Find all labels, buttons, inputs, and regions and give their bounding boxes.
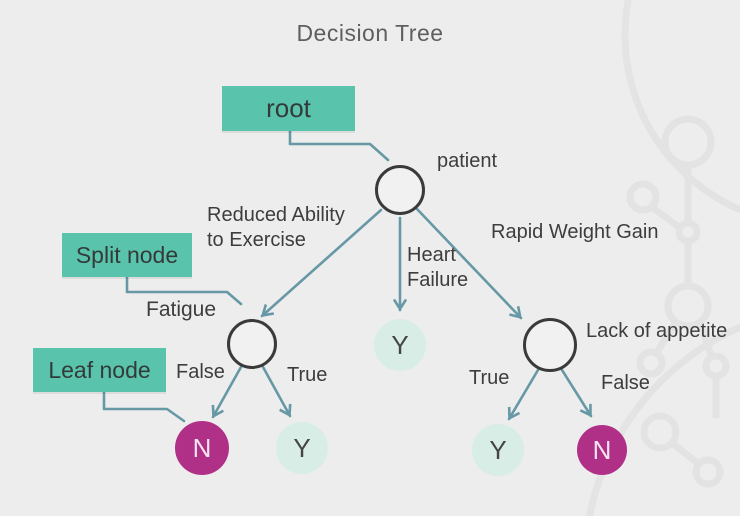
edge-label-line: to Exercise xyxy=(207,229,306,251)
leaf-label-connector xyxy=(102,390,186,423)
lack-of-appetite-node-label: Lack of appetite xyxy=(586,320,728,342)
split-label-connector xyxy=(125,275,243,306)
edge-label-line: Reduced Ability xyxy=(207,204,345,226)
edge-fatigue-false xyxy=(211,365,243,419)
leaf-fatigue-true-yes: Y xyxy=(276,422,328,474)
edge-patient-fatigue xyxy=(260,208,383,318)
watermark-arc-top xyxy=(621,0,740,214)
patient-node-label: patient xyxy=(437,150,498,172)
root-label-box: root xyxy=(222,86,355,131)
edge-appetite-true xyxy=(507,368,540,421)
edge-label-left-false: False xyxy=(176,361,225,383)
node-fatigue xyxy=(227,319,277,369)
edge-fatigue-true xyxy=(261,365,292,418)
root-label-text: root xyxy=(266,93,311,123)
split-node-label-text: Split node xyxy=(75,241,179,268)
leaf-appetite-false-no: N xyxy=(577,425,627,475)
leaf-node-label-text: Leaf node xyxy=(48,356,151,383)
split-node-label-box: Split node xyxy=(62,233,192,277)
leaf-letter: Y xyxy=(489,434,507,465)
edge-appetite-false xyxy=(560,368,593,418)
edge-label-left-true: True xyxy=(287,364,328,386)
leaf-letter: Y xyxy=(293,432,311,463)
fatigue-node-label: Fatigue xyxy=(146,298,217,321)
leaf-letter: N xyxy=(592,434,612,465)
edge-label-line: Failure xyxy=(407,269,469,291)
leaf-letter: Y xyxy=(391,329,409,360)
leaf-letter: N xyxy=(192,432,212,463)
edge-label-heart-failure: Heart Failure xyxy=(407,243,468,293)
leaf-fatigue-false-no: N xyxy=(175,421,229,475)
edge-label-right-true: True xyxy=(469,367,510,389)
edge-label-reduced-ability: Reduced Ability to Exercise xyxy=(207,203,345,253)
leaf-appetite-true-yes: Y xyxy=(472,424,524,476)
edge-label-line: Heart xyxy=(407,244,456,266)
edge-label-rapid-weight-gain: Rapid Weight Gain xyxy=(491,221,659,243)
node-patient xyxy=(375,165,425,215)
edge-label-right-false: False xyxy=(601,372,650,394)
watermark-network-icon xyxy=(626,115,730,488)
edge-patient-weightgain xyxy=(415,207,523,320)
root-label-connector xyxy=(288,129,390,162)
diagram-title: Decision Tree xyxy=(296,20,444,46)
leaf-heart-failure-yes: Y xyxy=(374,319,426,371)
leaf-node-label-box: Leaf node xyxy=(33,348,166,392)
node-lack-of-appetite xyxy=(523,318,577,372)
